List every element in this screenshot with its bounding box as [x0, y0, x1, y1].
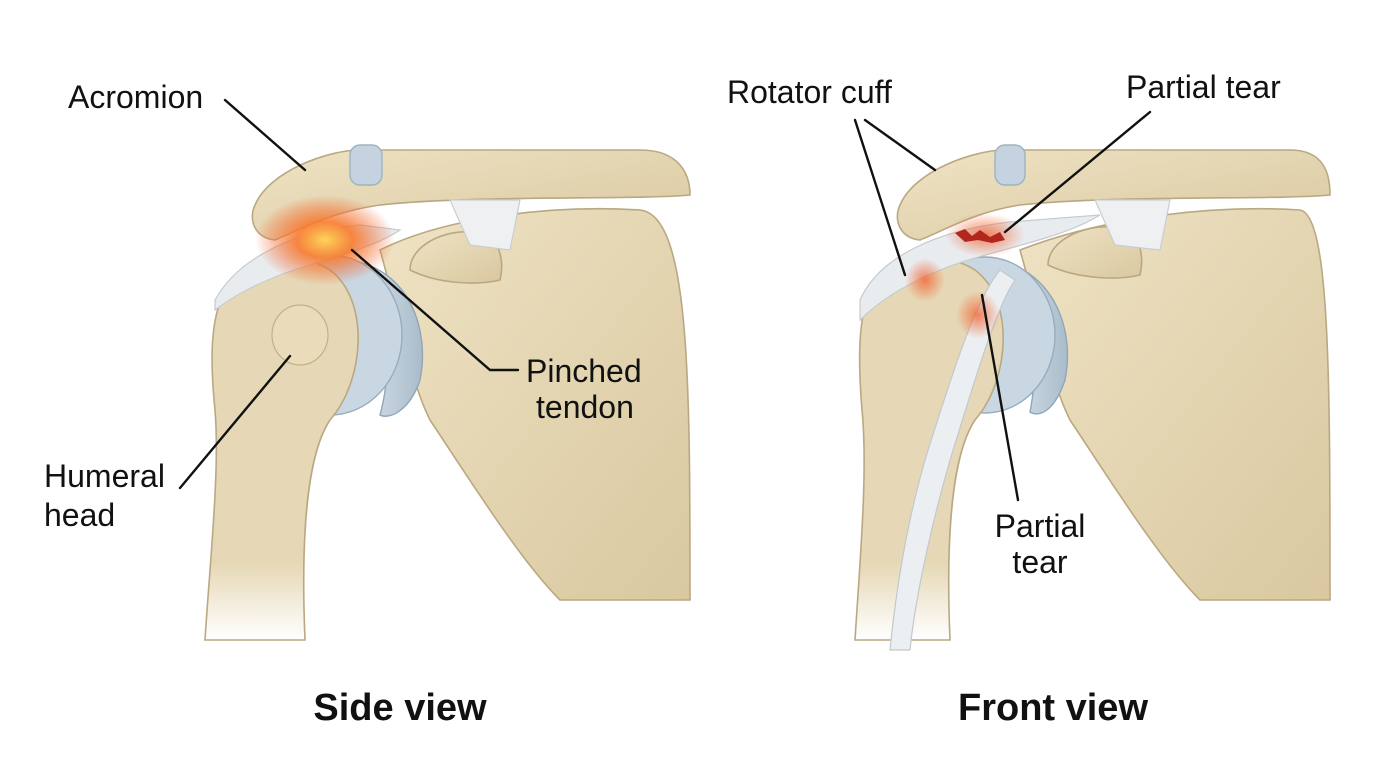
- pinched-tendon-label-line2: tendon: [536, 389, 634, 425]
- tear-highlight-left: [905, 258, 945, 302]
- side-view-illustration: [204, 144, 691, 641]
- partial-tear-top-leader: [1003, 110, 1152, 234]
- rotator-cuff-leader-b: [863, 118, 937, 172]
- humeral-head-leader: [178, 354, 292, 490]
- tear-mark-upper: [955, 229, 1005, 243]
- rotator-cuff-leader-a: [853, 118, 907, 277]
- partial-tear-bottom-label-line2: tear: [1012, 544, 1067, 580]
- partial-tear-bottom-leader: [980, 293, 1020, 502]
- inflammation-hotspot: [255, 195, 395, 285]
- scapula: [1019, 208, 1331, 601]
- leader-lines: [178, 98, 1152, 502]
- pinched-tendon-leader: [350, 248, 520, 372]
- rotator-cuff-label: Rotator cuff: [727, 74, 892, 110]
- humeral-head-label-line2: head: [44, 497, 115, 533]
- biceps-tendon: [889, 269, 1016, 651]
- partial-tear-top-label: Partial tear: [1126, 69, 1281, 105]
- acromion-label: Acromion: [68, 79, 203, 115]
- scapula: [379, 208, 691, 601]
- side-view-caption: Side view: [313, 687, 487, 729]
- coracoacromial-ligament: [449, 199, 521, 251]
- acromion-leader: [223, 98, 307, 172]
- coracoacromial-ligament: [1094, 199, 1171, 251]
- pinched-tendon-label-line1: Pinched: [526, 353, 642, 389]
- labels: Acromion Humeral head Pinched tendon Sid…: [44, 69, 1281, 729]
- partial-tear-bottom-label-line1: Partial: [995, 508, 1086, 544]
- front-view-caption: Front view: [958, 687, 1148, 729]
- greater-tuberosity: [271, 304, 329, 366]
- tear-highlight-lower: [956, 291, 1000, 339]
- ac-joint-cartilage: [994, 144, 1026, 186]
- ac-joint-cartilage: [349, 144, 383, 186]
- humeral-head-label-line1: Humeral: [44, 458, 165, 494]
- front-view-illustration: [854, 144, 1331, 651]
